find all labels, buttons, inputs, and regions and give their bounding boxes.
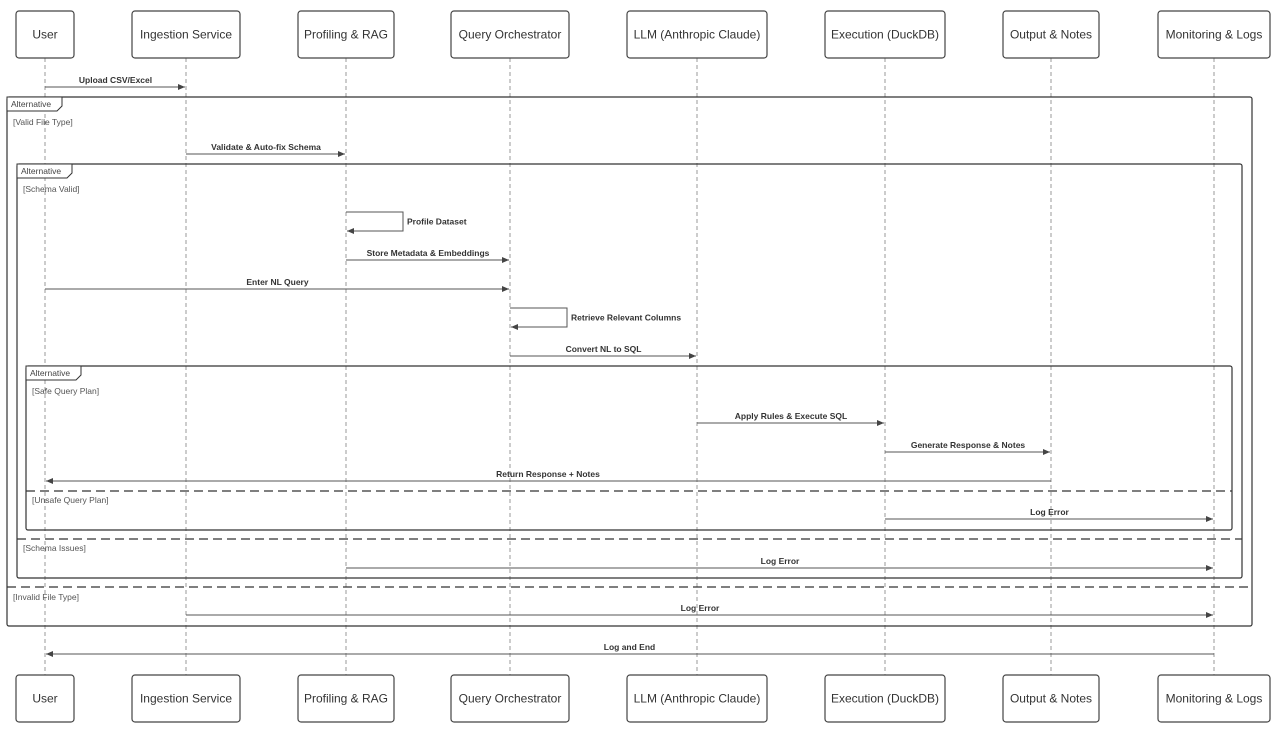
message-3: Profile Dataset (346, 211, 467, 234)
message-11: Log Error (885, 507, 1213, 522)
actor-label: User (32, 28, 57, 42)
actor-box (131, 10, 241, 59)
frame-alt-file: Alternative [Valid File Type] [Invalid Fil… (6, 96, 1253, 627)
message-1: Upload CSV/Excel (45, 75, 185, 90)
actor-user-bottom: User (15, 674, 75, 723)
frame-tab (6, 96, 63, 112)
message-10: Return Response + Notes (46, 469, 1051, 484)
actor-box (450, 674, 570, 723)
actor-box (15, 10, 75, 59)
message-label: Log Error (761, 556, 800, 566)
actor-label: Query Orchestrator (459, 692, 562, 706)
frame-kind-label: Alternative (30, 368, 70, 378)
actor-label: Query Orchestrator (459, 28, 562, 42)
actor-box (297, 10, 395, 59)
actor-profile-bottom: Profiling & RAG (297, 674, 395, 723)
actor-out-top: Output & Notes (1002, 10, 1100, 59)
message-label: Apply Rules & Execute SQL (735, 411, 847, 421)
frame-guard: [Invalid File Type] (13, 592, 79, 602)
message-4: Store Metadata & Embeddings (346, 248, 509, 263)
actor-label: Output & Notes (1010, 28, 1092, 42)
message-label: Retrieve Relevant Columns (571, 313, 681, 323)
actor-user-top: User (15, 10, 75, 59)
actor-ingest-bottom: Ingestion Service (131, 674, 241, 723)
actor-label: Monitoring & Logs (1166, 28, 1263, 42)
frame-tab (25, 365, 82, 381)
frame-border (25, 365, 1233, 531)
actor-orch-bottom: Query Orchestrator (450, 674, 570, 723)
message-14: Log and End (46, 642, 1214, 657)
frame-guard: [Schema Issues] (23, 543, 86, 553)
message-label: Log Error (681, 603, 720, 613)
frame-border (16, 163, 1243, 579)
actor-box (626, 674, 768, 723)
actor-mon-top: Monitoring & Logs (1157, 10, 1271, 59)
actor-out-bottom: Output & Notes (1002, 674, 1100, 723)
actor-label: Ingestion Service (140, 692, 232, 706)
message-label: Log and End (604, 642, 655, 652)
self-message-arrow (346, 211, 404, 234)
actor-llm-bottom: LLM (Anthropic Claude) (626, 674, 768, 723)
actor-box (1157, 674, 1271, 723)
message-label: Convert NL to SQL (566, 344, 642, 354)
message-label: Return Response + Notes (496, 469, 600, 479)
actor-box (1002, 674, 1100, 723)
message-6: Retrieve Relevant Columns (510, 307, 681, 330)
actor-box (626, 10, 768, 59)
frame-kind-label: Alternative (11, 99, 51, 109)
actor-label: LLM (Anthropic Claude) (634, 692, 761, 706)
actor-profile-top: Profiling & RAG (297, 10, 395, 59)
actor-box (824, 10, 946, 59)
actor-box (131, 674, 241, 723)
frame-tab (16, 163, 73, 179)
message-13: Log Error (186, 603, 1213, 618)
message-5: Enter NL Query (45, 277, 509, 292)
actor-box (297, 674, 395, 723)
message-8: Apply Rules & Execute SQL (697, 411, 884, 426)
message-7: Convert NL to SQL (510, 344, 696, 359)
message-label: Profile Dataset (407, 217, 467, 227)
frame-guard: [Safe Query Plan] (32, 386, 99, 396)
actor-mon-bottom: Monitoring & Logs (1157, 674, 1271, 723)
message-label: Enter NL Query (246, 277, 308, 287)
actor-label: LLM (Anthropic Claude) (634, 28, 761, 42)
actor-label: Monitoring & Logs (1166, 692, 1263, 706)
frame-guard: [Valid File Type] (13, 117, 73, 127)
actor-label: Ingestion Service (140, 28, 232, 42)
actor-box (1002, 10, 1100, 59)
actor-exec-bottom: Execution (DuckDB) (824, 674, 946, 723)
message-2: Validate & Auto-fix Schema (186, 142, 345, 157)
frame-border (6, 96, 1253, 627)
actor-box (824, 674, 946, 723)
frame-alt-query: Alternative [Safe Query Plan] [Unsafe Quer… (25, 365, 1233, 531)
actor-llm-top: LLM (Anthropic Claude) (626, 10, 768, 59)
actor-exec-top: Execution (DuckDB) (824, 10, 946, 59)
actor-label: Profiling & RAG (304, 692, 388, 706)
frame-guard: [Schema Valid] (23, 184, 80, 194)
actor-box (450, 10, 570, 59)
message-label: Store Metadata & Embeddings (367, 248, 490, 258)
actor-box (1157, 10, 1271, 59)
actor-label: Execution (DuckDB) (831, 28, 939, 42)
frame-alt-schema: Alternative [Schema Valid] [Schema Issues] (16, 163, 1243, 579)
actor-ingest-top: Ingestion Service (131, 10, 241, 59)
message-9: Generate Response & Notes (885, 440, 1050, 455)
actor-label: Execution (DuckDB) (831, 692, 939, 706)
actor-box (15, 674, 75, 723)
frame-kind-label: Alternative (21, 166, 61, 176)
message-label: Log Error (1030, 507, 1069, 517)
actor-label: Output & Notes (1010, 692, 1092, 706)
self-message-arrow (510, 307, 568, 330)
message-label: Generate Response & Notes (911, 440, 1026, 450)
message-label: Validate & Auto-fix Schema (211, 142, 321, 152)
message-label: Upload CSV/Excel (79, 75, 152, 85)
message-12: Log Error (346, 556, 1213, 571)
frame-guard: [Unsafe Query Plan] (32, 495, 109, 505)
actor-label: Profiling & RAG (304, 28, 388, 42)
actor-label: User (32, 692, 57, 706)
actor-orch-top: Query Orchestrator (450, 10, 570, 59)
